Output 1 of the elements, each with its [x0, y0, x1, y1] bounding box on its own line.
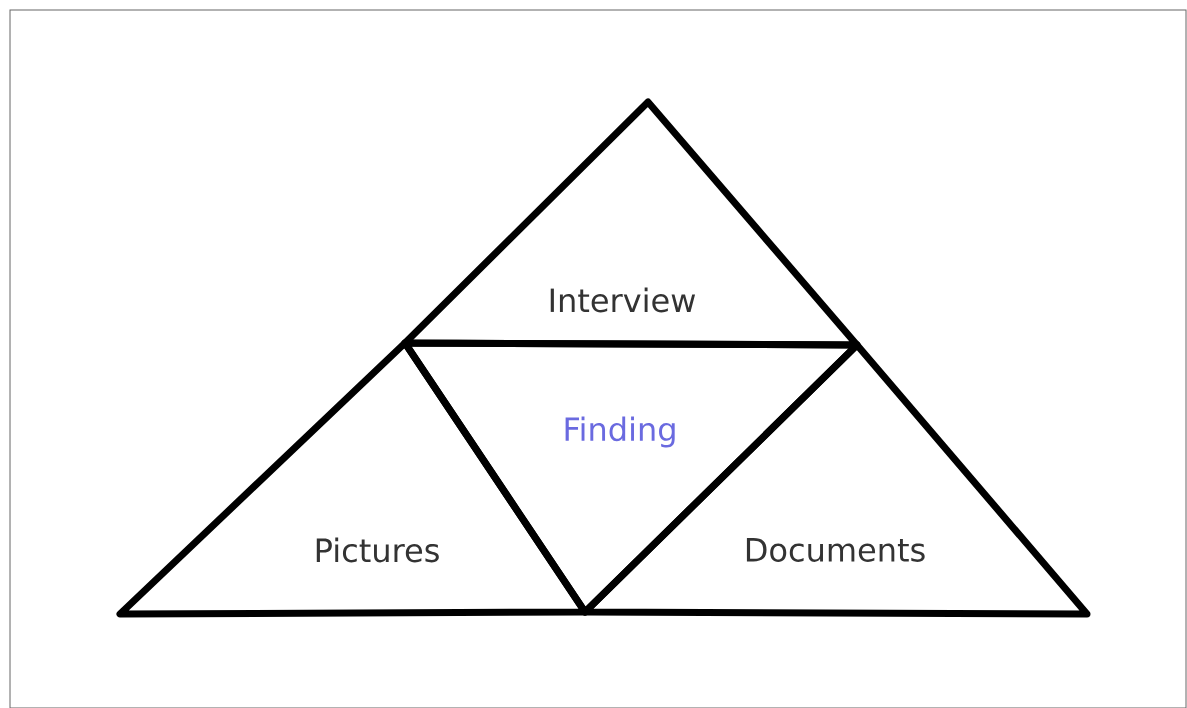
triangle-section: Interview — [401, 98, 861, 349]
